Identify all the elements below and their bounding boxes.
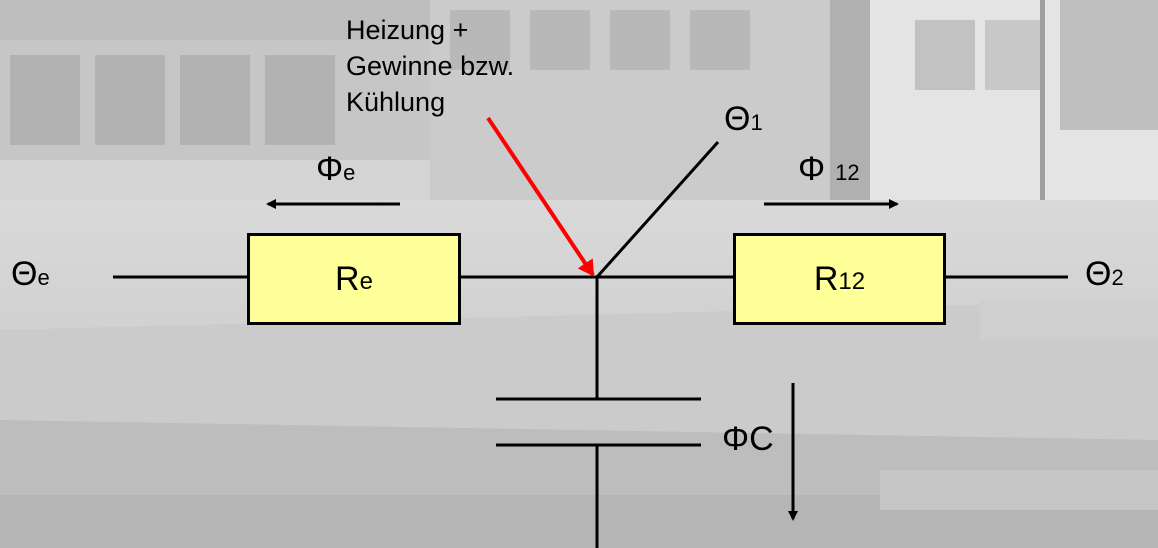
- flow-phi-e: Φe: [316, 152, 355, 186]
- heating-annotation-line3: Kühlung: [346, 87, 446, 117]
- resistor-r12-sub: 12: [838, 268, 866, 295]
- flow-phi-12-symbol: Φ: [798, 150, 826, 188]
- node-theta-e-sub: e: [37, 265, 50, 290]
- flow-phi-12: Φ 12: [798, 152, 860, 186]
- flow-phi-c-sub: C: [749, 420, 774, 458]
- heating-annotation: Heizung + Gewinne bzw. Kühlung: [346, 12, 514, 120]
- node-theta-1-sub: 1: [750, 110, 763, 135]
- node-theta-1: Θ1: [724, 102, 763, 136]
- flow-phi-c-symbol: Φ: [722, 420, 750, 458]
- flow-phi-c: ΦC: [722, 422, 774, 456]
- node-theta-2: Θ2: [1085, 257, 1124, 291]
- flow-phi-e-sub: e: [343, 160, 356, 185]
- node-theta-2-symbol: Θ: [1085, 255, 1112, 293]
- resistor-re-sub: e: [359, 268, 373, 295]
- flow-phi-12-sub: 12: [835, 160, 860, 185]
- heating-arrow: [486, 116, 595, 277]
- theta-1-branch: [595, 140, 720, 279]
- node-theta-e-symbol: Θ: [11, 255, 38, 293]
- flow-phi-e-symbol: Φ: [316, 150, 344, 188]
- node-theta-2-sub: 2: [1111, 265, 1124, 290]
- resistor-re-symbol: R: [335, 259, 360, 298]
- heating-annotation-line1: Heizung +: [346, 15, 469, 45]
- node-theta-1-symbol: Θ: [724, 100, 751, 138]
- resistor-r12-symbol: R: [813, 259, 839, 298]
- heating-annotation-line2: Gewinne bzw.: [346, 51, 515, 81]
- node-theta-e: Θe: [11, 257, 50, 291]
